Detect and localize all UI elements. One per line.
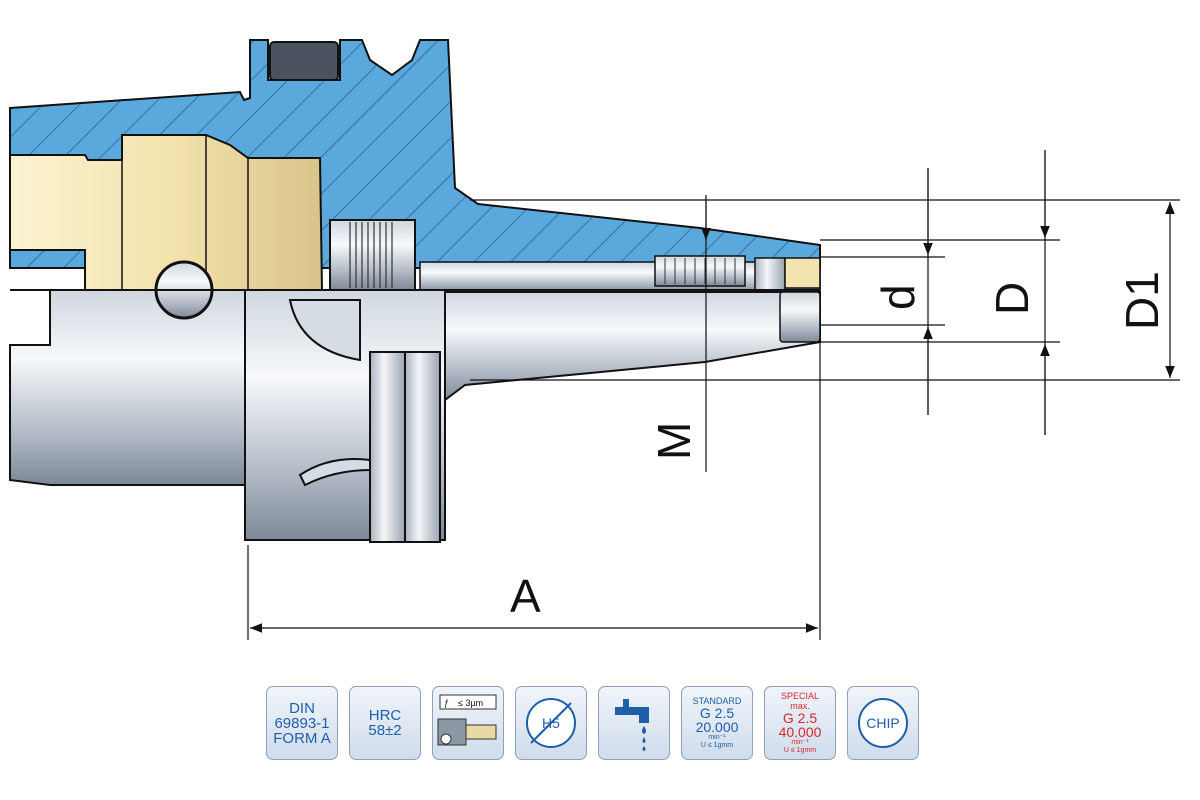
din-line3: FORM A (273, 729, 331, 747)
dim-label-d: d (872, 284, 924, 310)
standard-grade: G 2.5 (699, 705, 735, 721)
special-speed: 40.000 (778, 724, 822, 740)
hsk-shank (9, 289, 246, 486)
feature-badges: DIN 69893-1 FORM A HRC 58±2 ƒ ≤ 3µm H5 (266, 686, 919, 762)
din-line1: DIN (289, 699, 315, 717)
runout-icon: ƒ ≤ 3µm (437, 694, 497, 746)
coolant-badge (598, 686, 670, 760)
hardness-badge: HRC 58±2 (349, 686, 421, 760)
chip-badge: CHIP (847, 686, 919, 760)
special-note: U ≤ 1gmm (783, 747, 817, 754)
h5-tolerance-badge: H5 (515, 686, 587, 760)
standard-note: U ≤ 1gmm (700, 742, 734, 749)
shrink-taper-nose (444, 291, 821, 402)
special-title: SPECIAL (780, 691, 820, 701)
standard-title: STANDARD (692, 696, 742, 706)
special-prefix: max. (790, 701, 810, 711)
standard-unit: min⁻¹ (708, 734, 726, 741)
din-line2: 69893-1 (274, 714, 330, 732)
chip-icon: CHIP (858, 698, 908, 748)
hrc-label: HRC (368, 707, 402, 724)
tool-holder-drawing: A M d D D1 (9, 39, 1180, 640)
svg-text:ƒ: ƒ (444, 698, 449, 708)
dim-label-big-d: D (986, 282, 1038, 315)
runout-label: ≤ 3µm (458, 698, 483, 708)
hrc-value: 58±2 (368, 722, 402, 739)
adjusting-screw (329, 219, 416, 291)
standard-speed: 20.000 (695, 719, 739, 735)
retention-insert (9, 134, 324, 291)
runout-badge: ƒ ≤ 3µm (432, 686, 504, 760)
special-balance-badge: SPECIAL max. G 2.5 40.000 min⁻¹ U ≤ 1gmm (764, 686, 836, 760)
coolant-tap-icon (615, 699, 649, 751)
chip-label: CHIP (866, 715, 900, 731)
dim-label-d1: D1 (1116, 271, 1168, 330)
special-grade: G 2.5 (782, 710, 818, 726)
special-unit: min⁻¹ (791, 739, 809, 746)
din-standard-badge: DIN 69893-1 FORM A (266, 686, 338, 760)
standard-balance-badge: STANDARD G 2.5 20.000 min⁻¹ U ≤ 1gmm (681, 686, 753, 760)
drive-slot (269, 41, 339, 81)
dim-label-a: A (510, 570, 541, 622)
dim-label-m: M (648, 422, 700, 460)
